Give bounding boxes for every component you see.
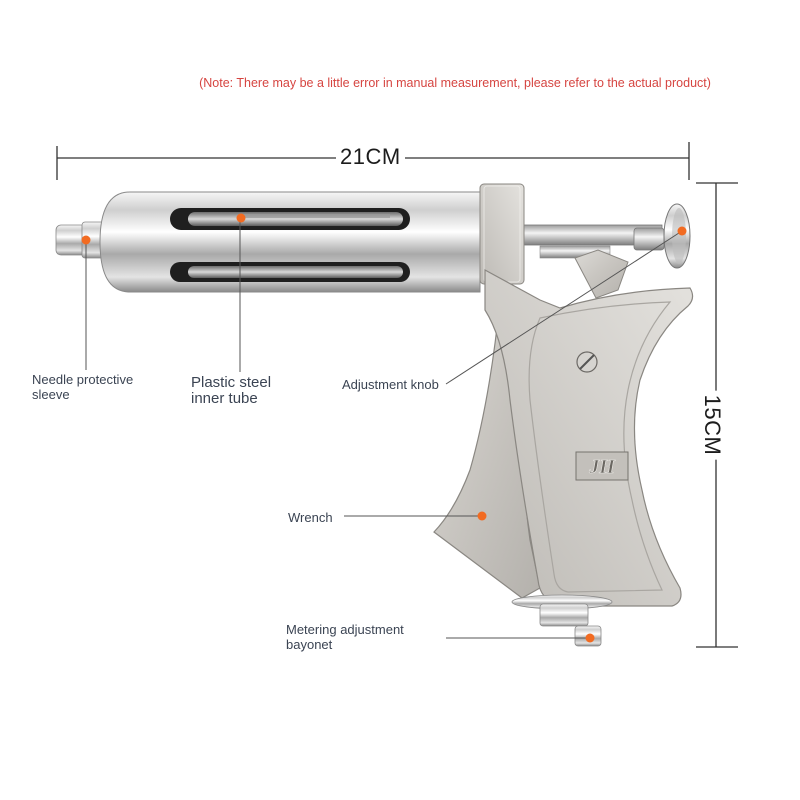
height-dimension-label: 15CM bbox=[699, 390, 725, 460]
barrel-collar bbox=[479, 183, 525, 285]
adjustment-knob bbox=[633, 203, 691, 269]
needle-sleeve-label: Needle protective sleeve bbox=[32, 372, 134, 402]
needle-sleeve bbox=[55, 221, 107, 259]
adjustment-knob-leader bbox=[445, 230, 683, 385]
needle-sleeve-dot bbox=[81, 235, 91, 245]
measurement-note: (Note: There may be a little error in ma… bbox=[199, 76, 711, 90]
wrench-label: Wrench bbox=[288, 510, 333, 525]
inner-tube-dot bbox=[236, 213, 246, 223]
width-dimension-label: 21CM bbox=[336, 144, 405, 170]
wrench-dot bbox=[477, 511, 487, 521]
svg-text:JH: JH bbox=[588, 456, 616, 478]
jh-logo: JH bbox=[575, 451, 629, 481]
metering-bayonet bbox=[511, 594, 613, 647]
inner-tube-label: Plastic steel inner tube bbox=[191, 374, 272, 407]
barrel bbox=[99, 191, 481, 293]
metering-bayonet-label: Metering adjustment bayonet bbox=[286, 622, 404, 652]
grip: JH bbox=[484, 268, 694, 607]
adjustment-knob-dot bbox=[677, 226, 687, 236]
adjustment-knob-label: Adjustment knob bbox=[342, 377, 439, 392]
bayonet-dot bbox=[585, 633, 595, 643]
